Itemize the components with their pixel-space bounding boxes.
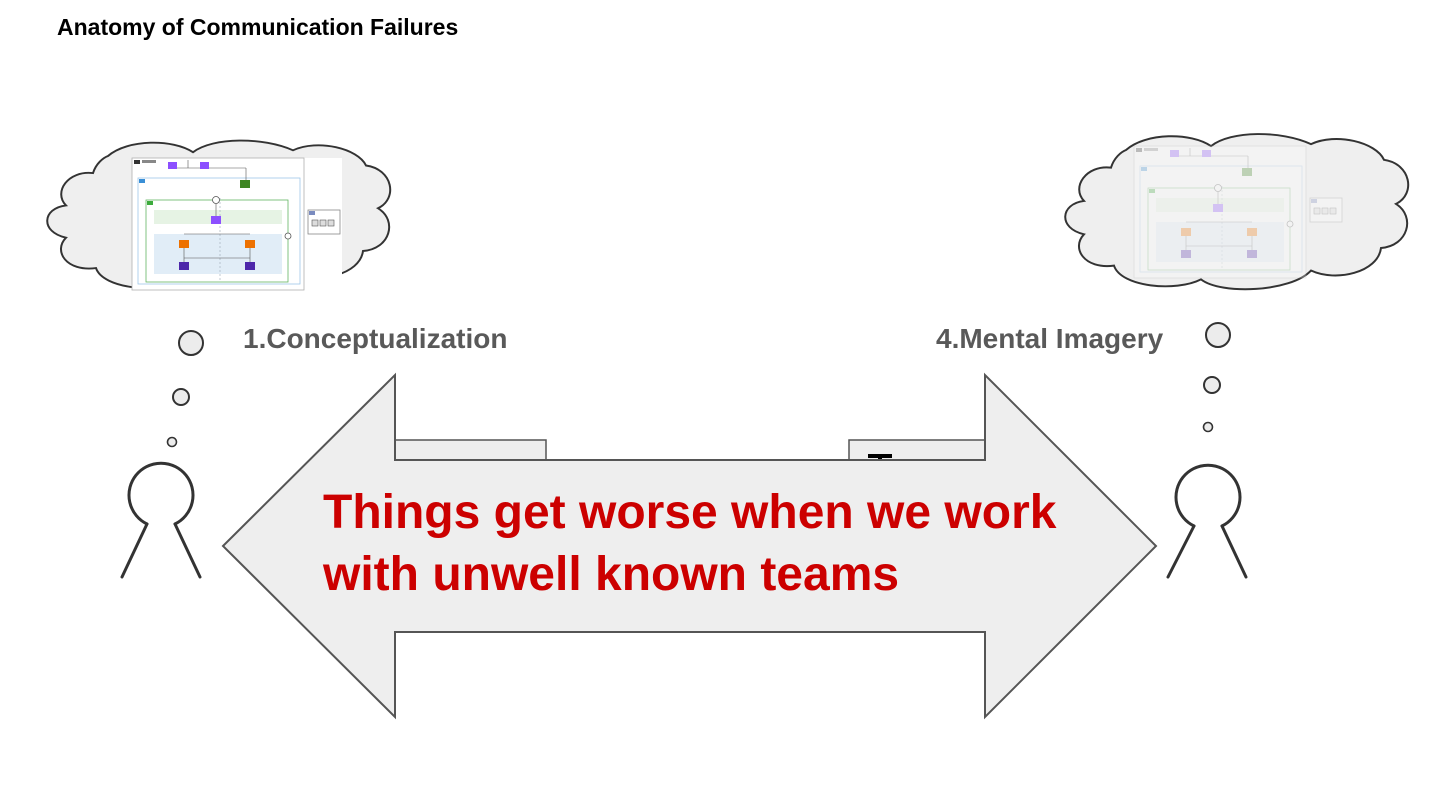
double-arrow [221, 372, 1158, 720]
slide-title: Anatomy of Communication Failures [57, 14, 459, 40]
thought-bubble-large-right [1205, 322, 1231, 348]
headline-line-2: with unwell known teams [323, 548, 900, 601]
thought-bubble-small-right [1202, 421, 1214, 433]
thought-bubble-large-left [178, 330, 204, 356]
person-left [120, 461, 202, 579]
headline-line-1: Things get worse when we work [323, 486, 1057, 539]
person-right [1166, 463, 1248, 579]
step-label-mental-imagery: 4.Mental Imagery [936, 323, 1164, 354]
step-label-conceptualization: 1.Conceptualization [243, 323, 508, 354]
thought-bubble-medium-left [172, 388, 190, 406]
thought-bubble-small-left [166, 436, 178, 448]
headline-text: Things get worse when we work with unwel… [323, 482, 1083, 606]
architecture-diagram-left [131, 157, 342, 294]
thought-bubble-medium-right [1203, 376, 1221, 394]
